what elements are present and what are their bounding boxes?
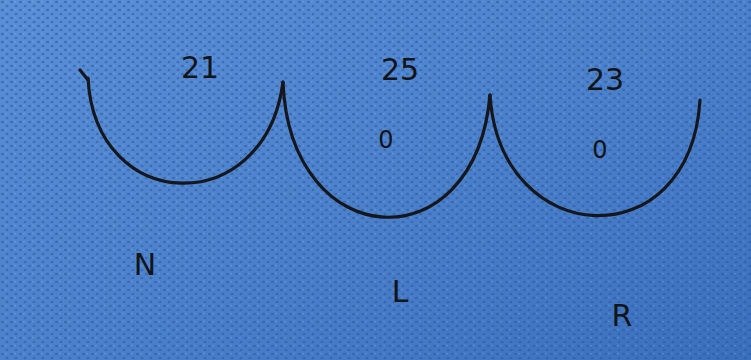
count-number: 25	[381, 55, 419, 85]
marker-arc	[283, 82, 490, 217]
side-letter: L	[392, 277, 409, 307]
side-letter: N	[134, 250, 156, 280]
side-letter: R	[612, 301, 633, 331]
count-number: 23	[586, 65, 624, 95]
count-number: 21	[181, 53, 219, 83]
marker-arc	[88, 78, 283, 183]
zero-mark: 0	[592, 138, 607, 162]
zero-mark: 0	[378, 128, 393, 152]
marker-arc	[490, 95, 700, 216]
